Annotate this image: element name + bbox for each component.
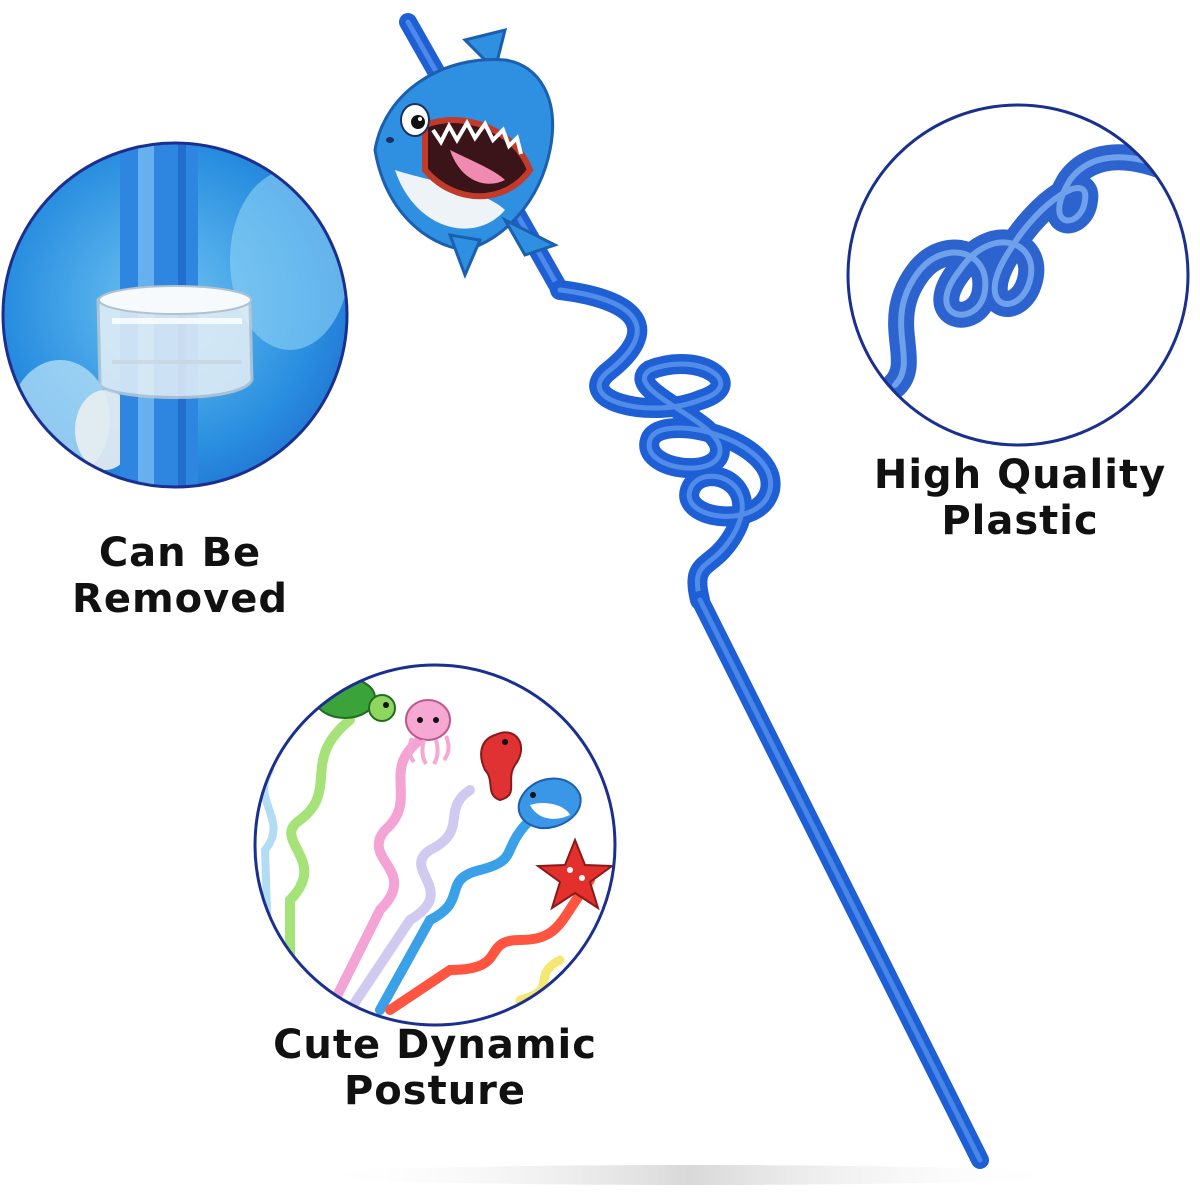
callout-posture-line2: Posture — [343, 1068, 527, 1114]
callout-removable-label: Can Be Removed — [40, 530, 320, 622]
callout-posture-line1: Cute Dynamic — [273, 1022, 597, 1068]
callout-removable-line1: Can Be — [98, 530, 262, 576]
assorted-sea-animal-straws — [253, 663, 617, 1027]
mini-shark-icon — [517, 777, 582, 830]
callout-quality-label: High Quality Plastic — [860, 452, 1180, 544]
jellyfish-icon — [405, 699, 451, 766]
callout-posture-label: Cute Dynamic Posture — [250, 1022, 620, 1114]
callout-quality-line1: High Quality — [873, 452, 1167, 498]
starfish-icon — [535, 837, 615, 911]
callout-removable-line2: Removed — [72, 576, 288, 622]
floor-shadow — [310, 1165, 1070, 1185]
seahorse-icon — [480, 731, 522, 802]
detachable-ring-closeup — [1, 141, 349, 489]
straw-coil-closeup — [846, 103, 1190, 447]
shark-icon — [373, 27, 559, 280]
callout-quality-line2: Plastic — [941, 498, 1099, 544]
